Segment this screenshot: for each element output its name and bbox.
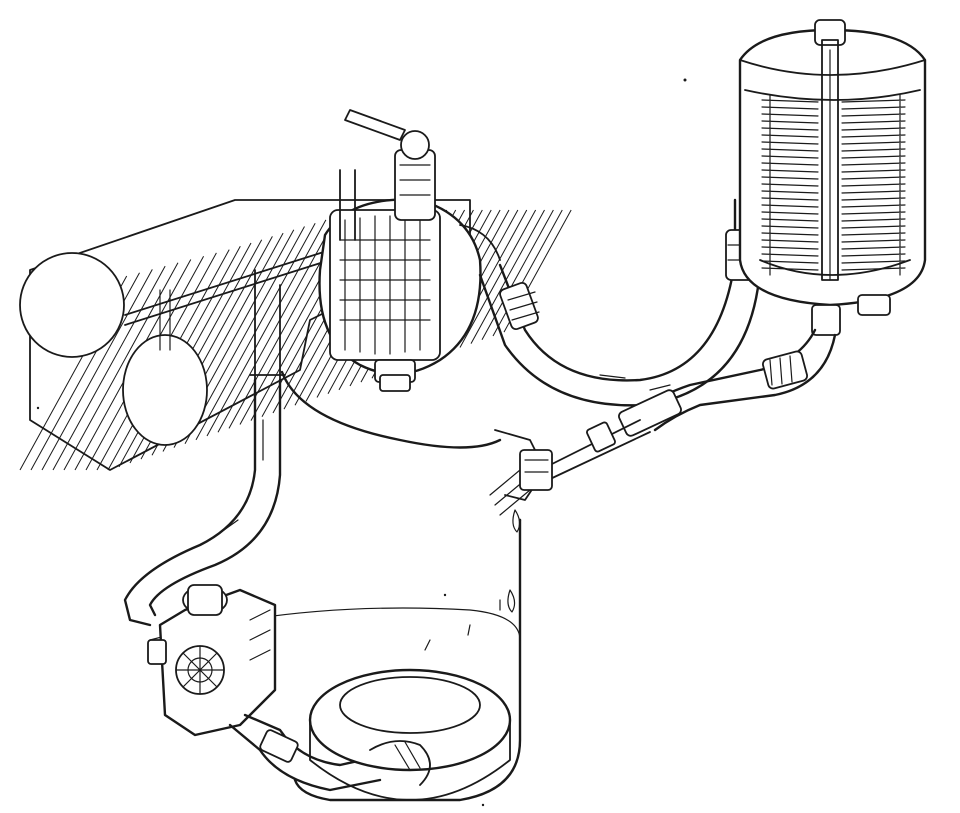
hatch-line (459, 209, 537, 348)
bulkhead-port-lower (122, 334, 208, 446)
pump-feed-pipe (123, 269, 286, 627)
tank-fitting (489, 429, 553, 516)
hatch-line (217, 216, 338, 433)
stray-marks (36, 78, 687, 807)
transfer-pump (147, 584, 277, 737)
upper-pipe (478, 198, 762, 407)
filter-element-fins (761, 94, 906, 276)
hatch-line (63, 262, 179, 471)
main-fuel-filter (738, 19, 927, 336)
hatch-line (41, 269, 153, 471)
hatch-line (470, 209, 545, 344)
hatch-line (206, 219, 327, 437)
hatch-line (492, 209, 563, 337)
tank-sump-filter (308, 668, 512, 801)
hatch-line (481, 209, 554, 341)
hatch-line (52, 265, 166, 471)
return-pipe (539, 328, 837, 481)
hydraulic-filter (318, 109, 501, 392)
bulkhead-port-upper (19, 252, 125, 358)
sump-pipe (228, 713, 387, 792)
